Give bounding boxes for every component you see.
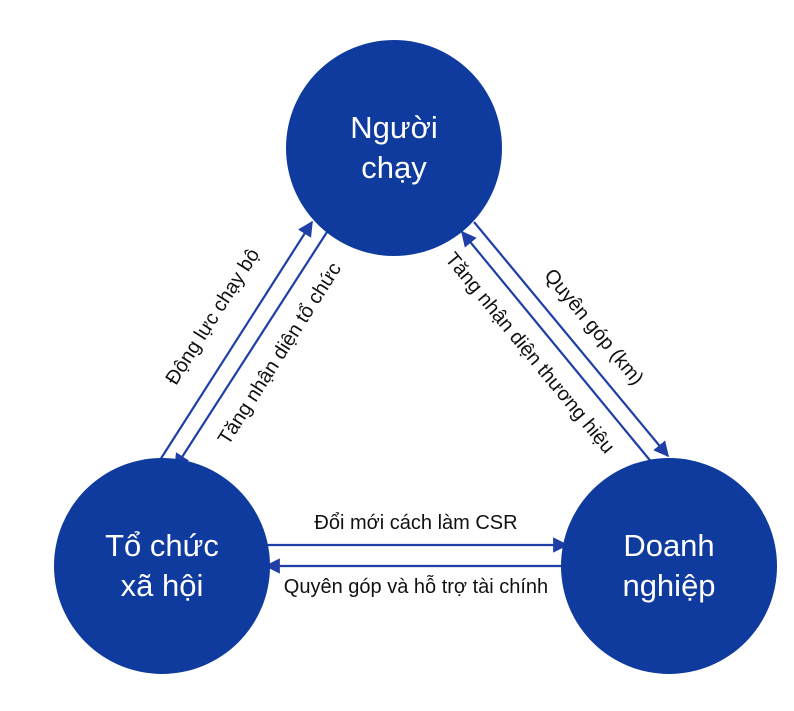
- edge-label-org-to-runner: Động lực chạy bộ: [162, 245, 265, 389]
- node-business-circle: [561, 458, 777, 674]
- edge-label-org-to-business: Đổi mới cách làm CSR: [314, 512, 517, 534]
- arrow-runner-to-org: [174, 231, 328, 470]
- node-business-label-line1: Doanh: [623, 528, 714, 563]
- node-runner-label-line2: chạy: [361, 150, 427, 185]
- edge-label-business-to-runner: Tăng nhận diện thương hiệu: [441, 248, 619, 457]
- arrow-runner-to-business: [473, 221, 669, 458]
- node-business-label-line2: nghiệp: [622, 568, 715, 603]
- node-runner: Người chạy: [286, 40, 502, 256]
- node-social-org-circle: [54, 458, 270, 674]
- arrow-org-to-runner: [159, 220, 313, 461]
- node-social-org-label-line2: xã hội: [121, 568, 204, 603]
- node-social-org: Tổ chức xã hội: [54, 458, 270, 674]
- node-business: Doanh nghiệp: [561, 458, 777, 674]
- arrow-business-to-runner: [461, 230, 654, 465]
- node-social-org-label-line1: Tổ chức: [105, 528, 219, 563]
- edge-label-business-to-org: Quyên góp và hỗ trợ tài chính: [284, 575, 548, 598]
- node-runner-label-line1: Người: [350, 110, 438, 145]
- node-runner-circle: [286, 40, 502, 256]
